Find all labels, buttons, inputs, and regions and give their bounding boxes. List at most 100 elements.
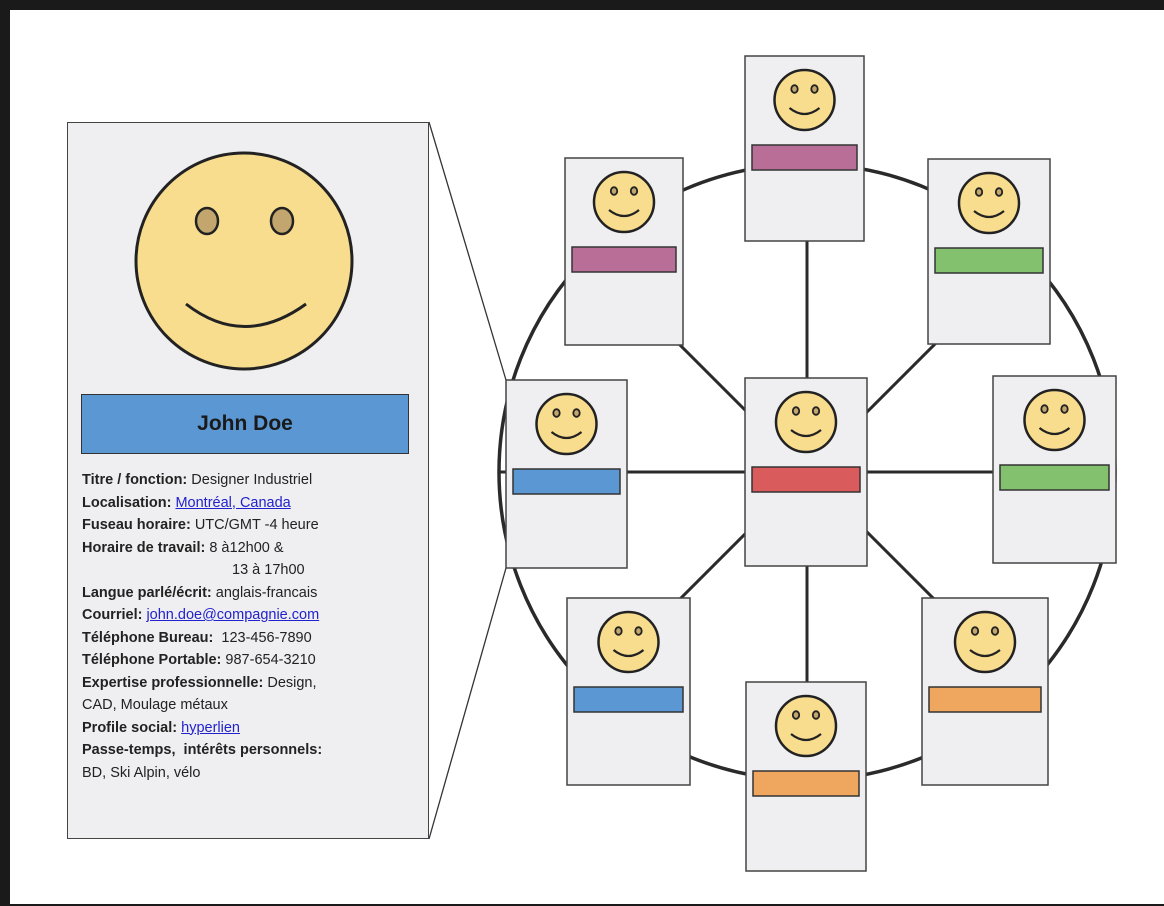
node-left-eye — [791, 710, 801, 720]
node-name-bar — [512, 468, 621, 495]
node-name-bar — [999, 464, 1110, 491]
node-left-eye — [974, 187, 984, 197]
field-title-value: Designer Industriel — [191, 472, 313, 488]
node-right-eye — [994, 187, 1004, 197]
field-language-value: anglais-francais — [215, 584, 318, 601]
field-office-phone-value: 123-456-7890 — [221, 629, 312, 646]
node-smiley-icon — [535, 392, 598, 456]
node-smile — [790, 733, 822, 742]
field-hobbies-label: Passe-temps, intérêts personnels: — [82, 742, 323, 758]
node-name-bar — [928, 686, 1042, 713]
profile-avatar-smiley-icon — [134, 151, 354, 371]
profile-card: John Doe Titre / fonction: Designer Indu… — [67, 122, 429, 839]
node-smile — [969, 649, 1001, 658]
field-hobbies-value-line2: BD, Ski Alpin, vélo — [82, 764, 201, 781]
node-card-left — [505, 379, 628, 569]
avatar-left-eye — [194, 206, 220, 236]
node-right-eye — [572, 408, 581, 418]
node-right-eye — [811, 406, 821, 416]
callout-line-top — [428, 121, 507, 381]
node-name-bar — [751, 466, 861, 493]
field-hobbies-line2: BD, Ski Alpin, vélo — [82, 762, 422, 785]
node-name-bar — [934, 247, 1044, 274]
field-mobile-phone: Téléphone Portable: 987-654-3210 — [82, 649, 422, 672]
field-schedule-value: 8 à12h00 & — [209, 539, 284, 556]
profile-name: John Doe — [197, 412, 293, 435]
node-smile — [612, 649, 645, 658]
node-left-eye — [609, 186, 619, 196]
node-left-eye — [552, 408, 561, 418]
node-card-top — [744, 55, 865, 242]
field-timezone-value: UTC/GMT -4 heure — [194, 517, 319, 533]
node-right-eye — [990, 626, 1000, 636]
field-mobile-phone-label: Téléphone Portable: — [82, 652, 222, 668]
field-hobbies: Passe-temps, intérêts personnels: — [82, 739, 422, 762]
node-smile — [788, 107, 821, 116]
field-location: Localisation: Montréal, Canada — [82, 492, 422, 515]
field-location-label: Localisation: — [82, 494, 172, 511]
avatar-smile — [185, 302, 307, 328]
node-right-eye — [810, 84, 819, 94]
field-expertise-value-line2: CAD, Moulage métaux — [82, 697, 228, 713]
profile-name-bar: John Doe — [81, 394, 409, 454]
node-left-eye — [791, 406, 801, 416]
node-card-center — [744, 377, 868, 567]
node-left-eye — [614, 626, 623, 636]
avatar-right-eye — [269, 206, 295, 236]
node-smile — [550, 431, 583, 440]
field-email-label: Courriel: — [82, 607, 143, 623]
node-left-eye — [790, 84, 799, 94]
field-schedule-value-line2: 13 à 17h00 — [232, 562, 305, 578]
node-smiley-icon — [953, 610, 1017, 674]
social-profile-link[interactable]: hyperlien — [181, 719, 240, 736]
node-card-right — [992, 375, 1117, 564]
node-smile — [1038, 427, 1071, 436]
node-smile — [608, 209, 640, 218]
field-title: Titre / fonction: Designer Industriel — [82, 469, 422, 492]
field-schedule-line2: 13 à 17h00 — [82, 559, 422, 582]
node-name-bar — [571, 246, 677, 273]
field-expertise-label: Expertise professionnelle: — [82, 674, 264, 691]
profile-details: Titre / fonction: Designer Industriel Lo… — [82, 469, 422, 784]
field-mobile-phone-value: 987-654-3210 — [225, 652, 316, 668]
node-smiley-icon — [1023, 388, 1086, 452]
node-name-bar — [752, 770, 860, 797]
field-expertise-line2: CAD, Moulage métaux — [82, 694, 422, 717]
node-smile — [790, 429, 822, 438]
field-email: Courriel: john.doe@compagnie.com — [82, 604, 422, 627]
field-language-label: Langue parlé/écrit: — [82, 584, 212, 601]
field-language: Langue parlé/écrit: anglais-francais — [82, 582, 422, 605]
node-smiley-icon — [774, 390, 838, 454]
node-card-top-left — [564, 157, 684, 346]
node-card-top-right — [927, 158, 1051, 345]
node-smile — [973, 210, 1005, 219]
email-link[interactable]: john.doe@compagnie.com — [146, 607, 320, 623]
field-timezone: Fuseau horaire: UTC/GMT -4 heure — [82, 514, 422, 537]
node-right-eye — [1060, 404, 1069, 414]
callout-line-bottom — [428, 567, 507, 840]
field-office-phone-label: Téléphone Bureau: — [82, 629, 214, 646]
node-card-bottom-left — [566, 597, 691, 786]
node-card-bottom-right — [921, 597, 1049, 786]
field-timezone-label: Fuseau horaire: — [82, 517, 191, 533]
field-expertise: Expertise professionnelle: Design, — [82, 672, 422, 695]
node-name-bar — [573, 686, 684, 713]
field-social: Profile social: hyperlien — [82, 717, 422, 740]
node-right-eye — [629, 186, 639, 196]
node-smiley-icon — [773, 68, 836, 132]
field-social-label: Profile social: — [82, 719, 178, 736]
field-office-phone: Téléphone Bureau: 123-456-7890 — [82, 627, 422, 650]
node-smiley-icon — [774, 694, 838, 758]
node-right-eye — [634, 626, 643, 636]
avatar-face — [134, 151, 354, 371]
node-right-eye — [811, 710, 821, 720]
field-schedule: Horaire de travail: 8 à12h00 & — [82, 537, 422, 560]
node-left-eye — [1040, 404, 1049, 414]
field-expertise-value: Design, — [267, 674, 317, 691]
field-title-label: Titre / fonction: — [82, 472, 188, 488]
location-link[interactable]: Montréal, Canada — [175, 494, 291, 511]
node-left-eye — [970, 626, 980, 636]
node-smiley-icon — [957, 171, 1021, 235]
